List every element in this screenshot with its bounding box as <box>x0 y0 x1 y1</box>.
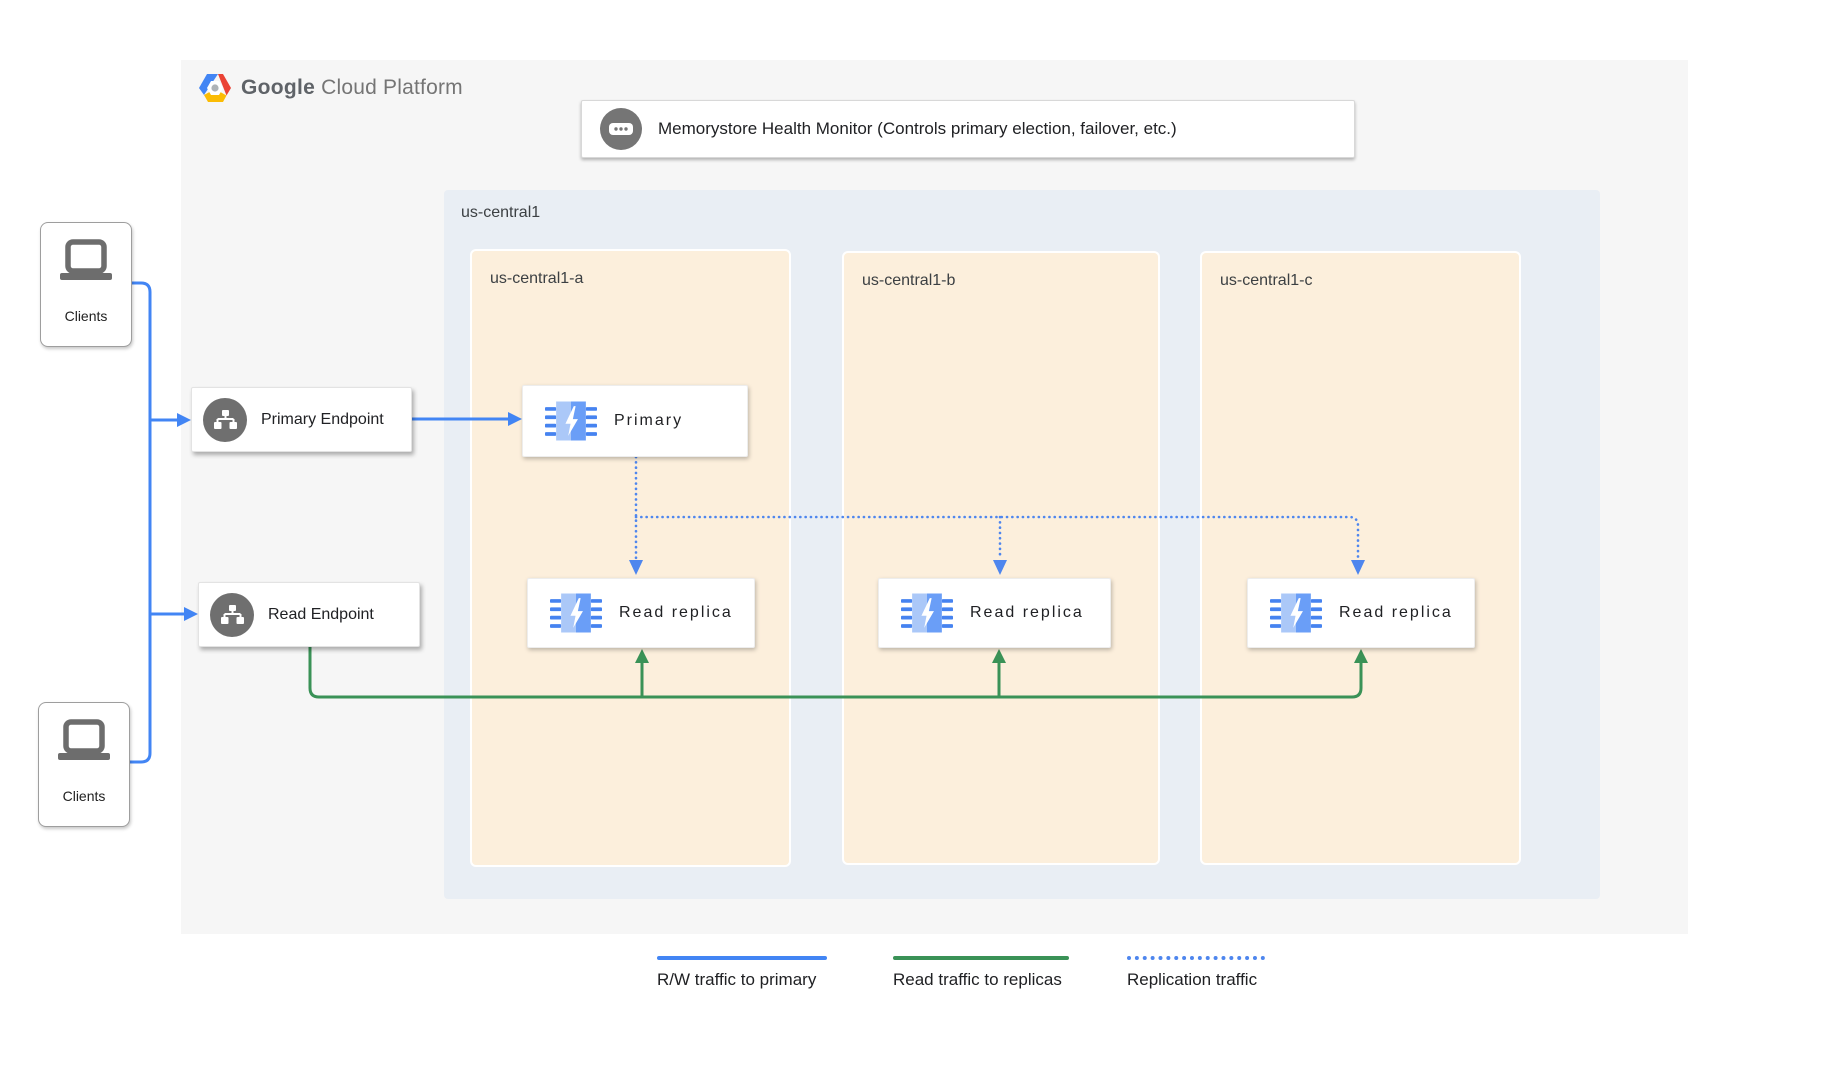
health-monitor-label: Memorystore Health Monitor (Controls pri… <box>658 119 1177 138</box>
zone-label: us-central1-c <box>1220 272 1313 289</box>
primary-endpoint-box: Primary Endpoint <box>191 387 412 452</box>
memorystore-icon <box>545 401 597 441</box>
zone-us-central1-c: us-central1-c <box>1200 251 1521 865</box>
legend-replication-traffic: Replication traffic <box>1127 956 1265 990</box>
zone-label: us-central1-b <box>862 272 956 289</box>
read-replica-box-b: Read replica <box>878 578 1111 648</box>
legend-label: R/W traffic to primary <box>657 970 817 989</box>
legend-line-green <box>893 956 1069 960</box>
health-monitor-box: Memorystore Health Monitor (Controls pri… <box>581 100 1355 158</box>
primary-endpoint-label: Primary Endpoint <box>261 410 384 428</box>
read-replica-label: Read replica <box>619 604 733 621</box>
memorystore-icon <box>1270 593 1322 633</box>
read-endpoint-label: Read Endpoint <box>268 605 374 623</box>
read-endpoint-box: Read Endpoint <box>198 582 420 647</box>
brand-google: Google <box>241 76 316 99</box>
legend-rw-traffic: R/W traffic to primary <box>657 956 827 990</box>
primary-node-box: Primary <box>522 385 748 457</box>
network-sitemap-icon <box>210 592 254 637</box>
legend-line-blue <box>657 956 827 960</box>
laptop-icon <box>55 719 113 768</box>
clients-label: Clients <box>62 788 106 804</box>
legend-read-traffic: Read traffic to replicas <box>893 956 1069 990</box>
read-replica-box-c: Read replica <box>1247 578 1475 648</box>
legend-label: Replication traffic <box>1127 970 1258 989</box>
memorystore-icon <box>550 593 602 633</box>
clients-box-top: Clients <box>40 222 132 347</box>
primary-node-label: Primary <box>614 412 684 429</box>
read-replica-box-a: Read replica <box>527 578 755 648</box>
zone-us-central1-b: us-central1-b <box>842 251 1160 865</box>
gcp-logo-icon <box>199 74 231 102</box>
laptop-icon <box>57 239 115 288</box>
region-label: us-central1 <box>461 204 541 221</box>
read-replica-label: Read replica <box>970 604 1084 621</box>
zone-us-central1-a: us-central1-a <box>470 249 791 867</box>
read-replica-label: Read replica <box>1339 604 1453 621</box>
region-us-central1: us-central1 us-central1-a us-central1-b … <box>444 190 1600 899</box>
zone-label: us-central1-a <box>490 270 584 287</box>
legend-line-dotted-blue <box>1127 956 1265 960</box>
legend-label: Read traffic to replicas <box>893 970 1062 989</box>
brand-cloud-platform: Cloud Platform <box>321 76 463 99</box>
edge-clients-trunk <box>130 281 152 764</box>
network-sitemap-icon <box>203 397 247 442</box>
clients-label: Clients <box>64 308 108 324</box>
clients-box-bottom: Clients <box>38 702 130 827</box>
memorystore-icon <box>901 593 953 633</box>
chat-dots-icon <box>600 108 642 150</box>
